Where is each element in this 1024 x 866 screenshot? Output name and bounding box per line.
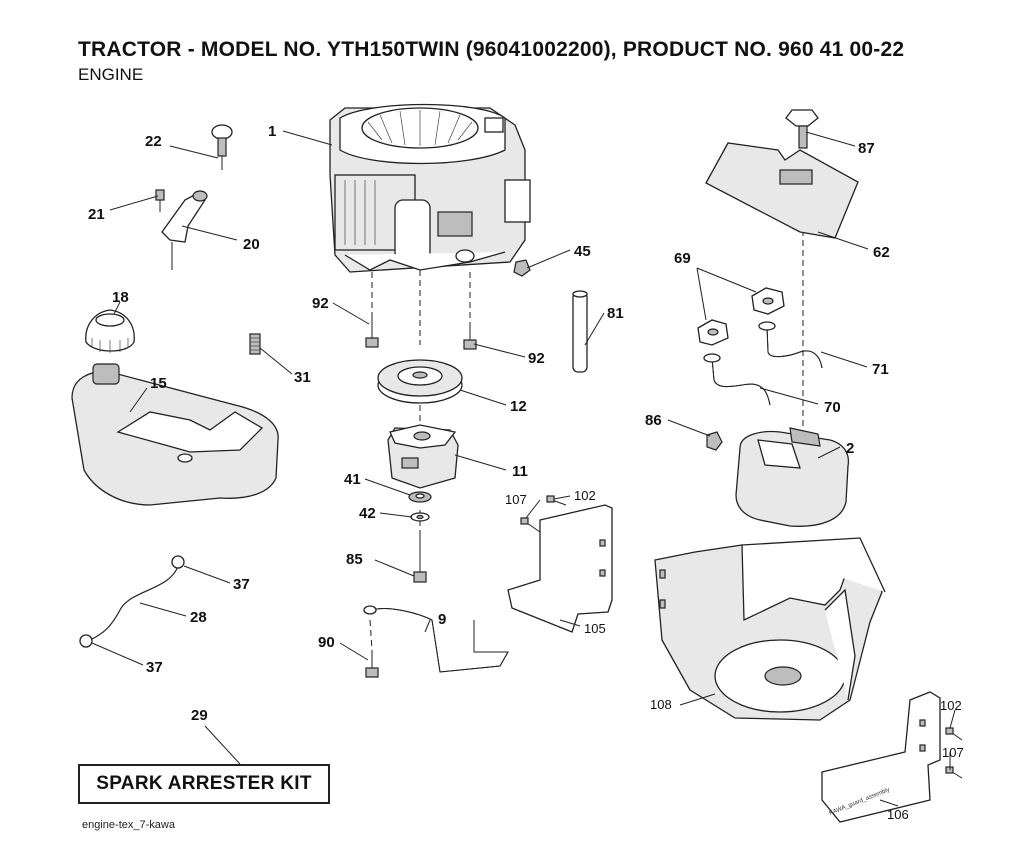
callout-70: 70 bbox=[824, 399, 841, 416]
callout-12: 12 bbox=[510, 398, 527, 415]
callout-21: 21 bbox=[88, 206, 105, 223]
spark-arrester-kit-box: SPARK ARRESTER KIT bbox=[78, 764, 330, 804]
bolt-92-left-part bbox=[365, 318, 379, 348]
callout-108: 108 bbox=[650, 697, 672, 712]
rod-9-part bbox=[363, 605, 509, 673]
screw-31-part bbox=[249, 333, 261, 355]
nut-45-part bbox=[513, 259, 531, 277]
mower-deck-108-part bbox=[654, 537, 886, 721]
page-subtitle: ENGINE bbox=[78, 65, 144, 84]
callout-71: 71 bbox=[872, 361, 889, 378]
screw-107-right-part bbox=[945, 766, 963, 779]
callout-85: 85 bbox=[346, 551, 363, 568]
muffler-2-part bbox=[735, 427, 850, 527]
callout-102-left: 102 bbox=[574, 488, 596, 503]
side-plate-106-part bbox=[821, 691, 941, 823]
callout-102-right: 102 bbox=[940, 698, 962, 713]
washer-42-part bbox=[410, 512, 430, 522]
callout-106: 106 bbox=[887, 807, 909, 822]
callout-42: 42 bbox=[359, 505, 376, 522]
callout-92-right: 92 bbox=[528, 350, 545, 367]
washer-41-part bbox=[408, 491, 432, 503]
throttle-control-part bbox=[155, 189, 208, 270]
clutch-part bbox=[387, 424, 459, 489]
callout-18: 18 bbox=[112, 289, 129, 306]
fuel-cap-part bbox=[85, 309, 135, 353]
pipe-71-part bbox=[758, 321, 823, 369]
callout-105: 105 bbox=[584, 621, 606, 636]
callout-37-bottom: 37 bbox=[146, 659, 163, 676]
callout-2: 2 bbox=[846, 440, 854, 457]
gasket-69-part bbox=[697, 287, 785, 346]
fuel-tank-part bbox=[71, 363, 279, 506]
nut-86-part bbox=[706, 431, 723, 451]
callout-20: 20 bbox=[243, 236, 260, 253]
tube-81-part bbox=[572, 290, 588, 373]
callout-11: 11 bbox=[512, 463, 528, 480]
callout-45: 45 bbox=[574, 243, 591, 260]
side-plate-105-part bbox=[507, 504, 613, 633]
callout-87: 87 bbox=[858, 140, 875, 157]
screw-102-right-part bbox=[945, 727, 963, 741]
dipstick-part bbox=[211, 124, 233, 170]
screw-107-left-part bbox=[520, 517, 541, 533]
callout-31: 31 bbox=[294, 369, 311, 386]
callout-29: 29 bbox=[191, 707, 208, 724]
callout-28: 28 bbox=[190, 609, 207, 626]
callout-9: 9 bbox=[438, 611, 446, 628]
callout-15: 15 bbox=[150, 375, 167, 392]
callout-22: 22 bbox=[145, 133, 162, 150]
knob-87-part bbox=[785, 109, 819, 149]
callout-86: 86 bbox=[645, 412, 662, 429]
callout-41: 41 bbox=[344, 471, 361, 488]
callout-1: 1 bbox=[268, 123, 276, 140]
callout-90: 90 bbox=[318, 634, 335, 651]
callout-69: 69 bbox=[674, 250, 691, 267]
shield-62-part bbox=[705, 142, 859, 239]
callout-92-left: 92 bbox=[312, 295, 329, 312]
callout-107-left: 107 bbox=[505, 492, 527, 507]
callout-62: 62 bbox=[873, 244, 890, 261]
fuel-line-part bbox=[79, 555, 185, 648]
callout-81: 81 bbox=[607, 305, 624, 322]
engine-part bbox=[329, 103, 531, 273]
bolt-92-right-part bbox=[463, 322, 477, 350]
callout-37-top: 37 bbox=[233, 576, 250, 593]
callout-107-right: 107 bbox=[942, 745, 964, 760]
page-title: TRACTOR - MODEL NO. YTH150TWIN (96041002… bbox=[78, 38, 905, 61]
pipe-70-part bbox=[703, 353, 771, 406]
bolt-85-part bbox=[413, 530, 427, 583]
bolt-90-part bbox=[365, 650, 379, 678]
spark-arrester-kit-label: SPARK ARRESTER KIT bbox=[96, 773, 312, 794]
file-reference-footer: engine-tex_7-kawa bbox=[82, 819, 175, 831]
pulley-part bbox=[377, 359, 463, 404]
